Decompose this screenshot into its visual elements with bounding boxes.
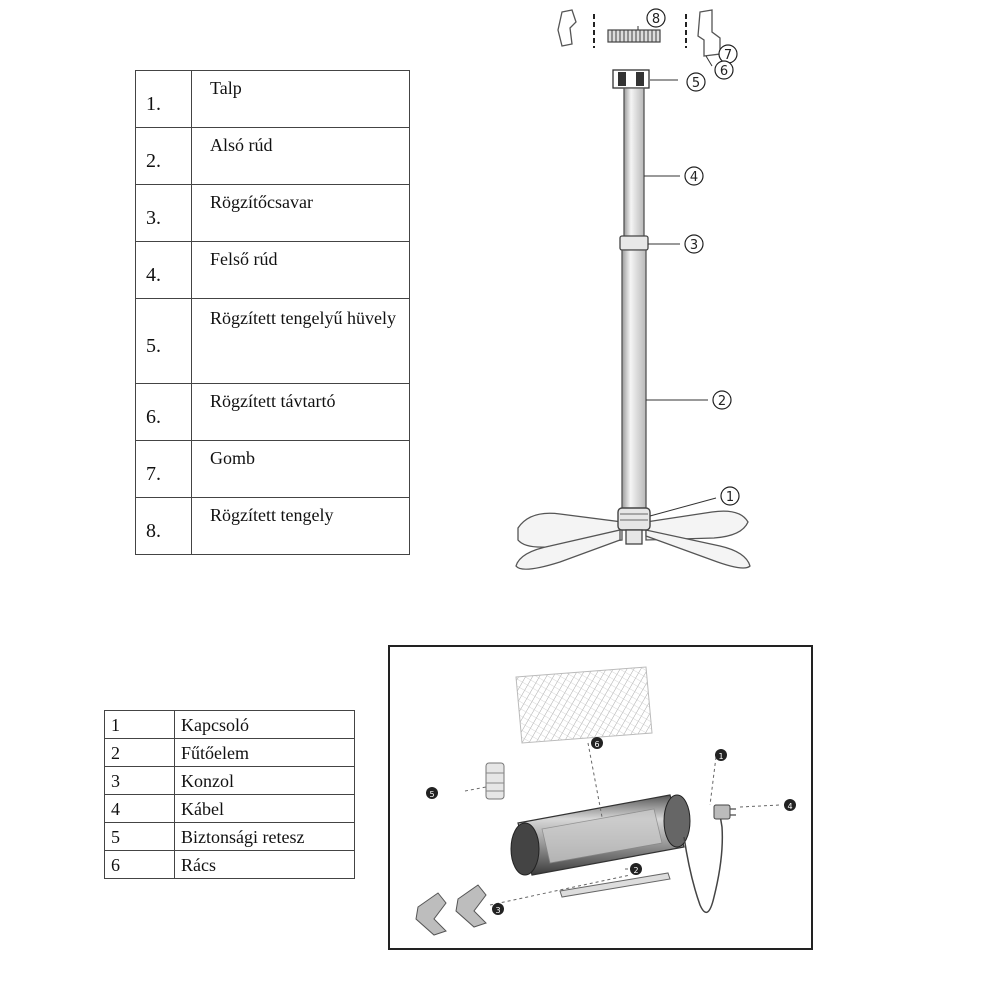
part-number: 4.: [135, 241, 192, 299]
table-row: 5. Rögzített tengelyű hüvely: [135, 298, 410, 384]
stand-callout-label: 5: [692, 76, 700, 91]
part-number: 5.: [135, 298, 192, 384]
heater-callout-label: 4: [787, 802, 792, 811]
part-name: Kábel: [174, 794, 355, 823]
table-row: 3. Rögzítőcsavar: [135, 184, 410, 242]
part-number: 1: [104, 710, 175, 739]
table-row: 7. Gomb: [135, 440, 410, 498]
spacer-left-part: [557, 9, 577, 47]
table-row: 5 Biztonsági retesz: [104, 822, 355, 851]
cable-part: [683, 814, 724, 914]
stand-diagram: 8 7 6 5 4 3 2 1: [515, 8, 751, 570]
grille-part: [515, 666, 653, 744]
part-name: Konzol: [174, 766, 355, 795]
stand-parts-table: 1. Talp 2. Alsó rúd 3. Rögzítőcsavar 4. …: [135, 70, 410, 555]
part-number: 2: [104, 738, 175, 767]
part-name: Rögzítőcsavar: [191, 184, 410, 242]
base: [515, 507, 751, 570]
table-row: 6. Rögzített távtartó: [135, 383, 410, 441]
part-name: Rács: [174, 850, 355, 879]
table-row: 6 Rács: [104, 850, 355, 879]
stand-callout-label: 6: [720, 64, 728, 79]
part-number: 3.: [135, 184, 192, 242]
part-number: 8.: [135, 497, 192, 555]
part-number: 3: [104, 766, 175, 795]
part-name: Fűtőelem: [174, 738, 355, 767]
heater-diagram: 6 1 4 5 2 3: [415, 666, 796, 936]
table-row: 8. Rögzített tengely: [135, 497, 410, 555]
part-name: Rögzített tengely: [191, 497, 410, 555]
top-parts: [557, 9, 721, 67]
stand-callout-label: 2: [718, 394, 726, 409]
heater-callout-label: 5: [429, 790, 434, 799]
heater-callout-label: 3: [495, 906, 500, 915]
part-name: Biztonsági retesz: [174, 822, 355, 851]
part-number: 5: [104, 822, 175, 851]
part-name: Talp: [191, 70, 410, 128]
heating-element-part: [510, 794, 691, 876]
bracket-part: [415, 884, 487, 936]
clamp-screw: [619, 235, 649, 251]
part-name: Kapcsoló: [174, 710, 355, 739]
part-name: Alsó rúd: [191, 127, 410, 185]
heater-diagram-frame: 6 1 4 5 2 3: [388, 645, 813, 950]
table-row: 1. Talp: [135, 70, 410, 128]
fixed-axle-part: [607, 29, 661, 43]
lower-rod: [621, 249, 647, 513]
heater-parts-table: 1 Kapcsoló 2 Fűtőelem 3 Konzol 4 Kábel 5…: [104, 710, 355, 879]
stand-callout-label: 1: [726, 490, 734, 505]
upper-rod: [623, 87, 645, 239]
part-name: Rögzített távtartó: [191, 383, 410, 441]
part-name: Gomb: [191, 440, 410, 498]
sleeve-part: [612, 69, 678, 89]
stand-callout-label: 8: [652, 12, 660, 27]
part-number: 6: [104, 850, 175, 879]
part-name: Felső rúd: [191, 241, 410, 299]
table-row: 3 Konzol: [104, 766, 355, 795]
table-row: 4. Felső rúd: [135, 241, 410, 299]
stand-callout-label: 4: [690, 170, 698, 185]
heater-callout-label: 2: [633, 866, 638, 875]
stand-callout-label: 3: [690, 238, 698, 253]
part-number: 4: [104, 794, 175, 823]
heater-callout-label: 1: [718, 752, 723, 761]
part-number: 7.: [135, 440, 192, 498]
spacer-right-part: [697, 9, 721, 57]
safety-latch-part: [485, 762, 505, 800]
part-number: 1.: [135, 70, 192, 128]
part-number: 2.: [135, 127, 192, 185]
table-row: 1 Kapcsoló: [104, 710, 355, 739]
table-row: 4 Kábel: [104, 794, 355, 823]
stand-callout-label: 7: [724, 48, 732, 63]
table-row: 2. Alsó rúd: [135, 127, 410, 185]
part-number: 6.: [135, 383, 192, 441]
table-row: 2 Fűtőelem: [104, 738, 355, 767]
heater-callout-label: 6: [594, 740, 599, 749]
part-name: Rögzített tengelyű hüvely: [191, 298, 410, 384]
